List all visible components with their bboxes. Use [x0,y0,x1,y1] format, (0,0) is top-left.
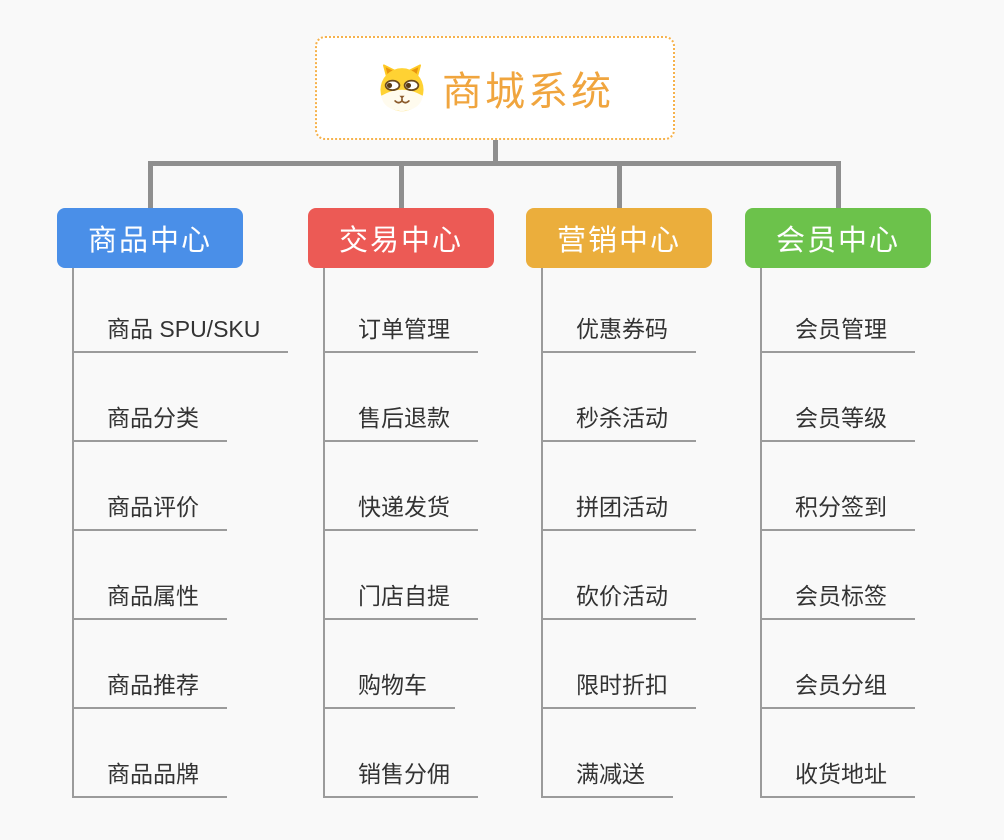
root-title: 商城系统 [442,70,614,114]
branch-children-members: 会员管理 会员等级 积分签到 会员标签 会员分组 收货地址 [760,268,915,798]
node-item[interactable]: 会员等级 [760,353,915,442]
node-item[interactable]: 购物车 [323,620,455,709]
connector-drop-marketing [617,161,622,208]
node-item[interactable]: 积分签到 [760,442,915,531]
connector-drop-products [148,161,153,208]
node-item[interactable]: 商品分类 [72,353,227,442]
node-item[interactable]: 商品推荐 [72,620,227,709]
node-item[interactable]: 秒杀活动 [541,353,696,442]
node-item[interactable]: 收货地址 [760,709,915,798]
root-node[interactable]: 商城系统 [315,36,675,140]
branch-children-products: 商品 SPU/SKU 商品分类 商品评价 商品属性 商品推荐 商品品牌 [72,268,289,798]
node-item[interactable]: 快递发货 [323,442,478,531]
branch-label: 会员中心 [775,225,900,257]
branch-header-trade[interactable]: 交易中心 [308,208,494,268]
branch-spine-marketing [541,268,543,798]
branch-label: 交易中心 [338,225,463,257]
branch-header-marketing[interactable]: 营销中心 [526,208,712,268]
node-item[interactable]: 商品评价 [72,442,227,531]
branch-label: 营销中心 [556,225,681,257]
node-item[interactable]: 门店自提 [323,531,478,620]
node-item[interactable]: 限时折扣 [541,620,696,709]
branch-children-marketing: 优惠券码 秒杀活动 拼团活动 砍价活动 限时折扣 满减送 [541,268,696,798]
branch-spine-members [760,268,762,798]
node-item[interactable]: 会员标签 [760,531,915,620]
node-item[interactable]: 商品 SPU/SKU [72,268,289,353]
node-item[interactable]: 订单管理 [323,268,478,353]
branch-spine-trade [323,268,325,798]
node-item[interactable]: 会员管理 [760,268,915,353]
node-item[interactable]: 销售分佣 [323,709,478,798]
connector-drop-members [836,161,841,208]
branch-children-trade: 订单管理 售后退款 快递发货 门店自提 购物车 销售分佣 [323,268,478,798]
connector-rail [148,161,841,166]
branch-spine-products [72,268,74,798]
node-item[interactable]: 砍价活动 [541,531,696,620]
dog-icon [380,64,424,112]
branch-header-members[interactable]: 会员中心 [745,208,931,268]
node-item[interactable]: 拼团活动 [541,442,696,531]
connector-drop-trade [399,161,404,208]
branch-header-products[interactable]: 商品中心 [57,208,243,268]
connector-root-stub [493,140,498,161]
node-item[interactable]: 商品属性 [72,531,227,620]
node-item[interactable]: 满减送 [541,709,673,798]
node-item[interactable]: 会员分组 [760,620,915,709]
node-item[interactable]: 售后退款 [323,353,478,442]
node-item[interactable]: 商品品牌 [72,709,227,798]
branch-label: 商品中心 [87,225,212,257]
node-item[interactable]: 优惠券码 [541,268,696,353]
